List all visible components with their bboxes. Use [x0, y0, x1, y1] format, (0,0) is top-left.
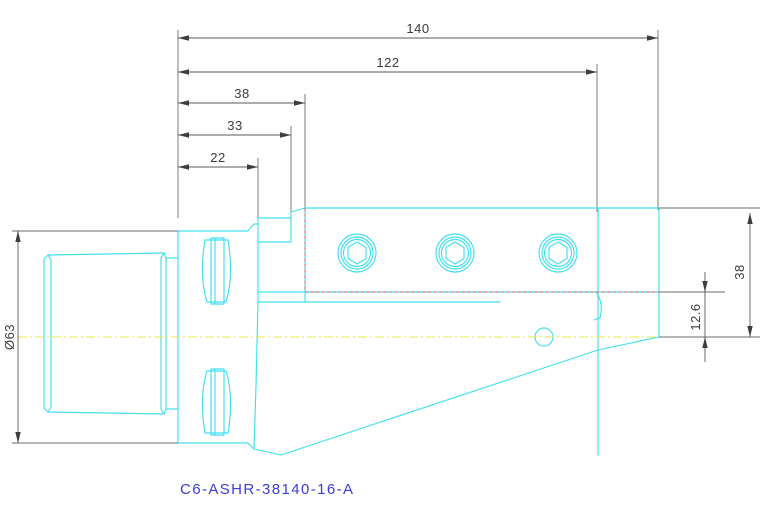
- dimension-label-22: 22: [210, 150, 225, 165]
- drive-slot-lower: [201, 368, 232, 436]
- dimension-label-diameter-63: Ø63: [2, 324, 17, 350]
- dimension-label-12-6: 12.6: [688, 303, 703, 330]
- dimension-flange-width: 22: [178, 150, 259, 225]
- part-number-label: C6-ASHR-38140-16-A: [180, 481, 354, 498]
- dimension-label-33: 33: [227, 118, 242, 133]
- dimension-label-122: 122: [376, 55, 399, 70]
- dimension-center-height: 12.6: [659, 272, 725, 362]
- dimension-label-38-vertical: 38: [732, 264, 747, 279]
- hidden-lines: [304, 208, 678, 293]
- dimension-label-38-horizontal: 38: [234, 86, 249, 101]
- screw-hole-2: [435, 233, 475, 273]
- tapered-underside: [253, 336, 660, 456]
- screw-hole-3: [538, 233, 578, 273]
- dimension-label-140: 140: [406, 21, 429, 36]
- shoulder-step: [253, 207, 306, 450]
- capto-taper-head: [43, 252, 167, 415]
- dimension-shank-to-step: 122: [178, 55, 598, 212]
- dimension-body-height: 38: [659, 207, 760, 338]
- screw-hole-1: [337, 233, 377, 273]
- chamfer-notch: [593, 291, 602, 321]
- drive-slot-upper: [201, 237, 232, 305]
- dimension-overall-length: 140: [177, 21, 659, 218]
- dimension-flange-to-shoulder: 33: [178, 118, 292, 218]
- dimension-taper-diameter: Ø63: [2, 230, 178, 444]
- dimension-flange-to-body: 38: [178, 86, 306, 215]
- main-body: [304, 207, 660, 456]
